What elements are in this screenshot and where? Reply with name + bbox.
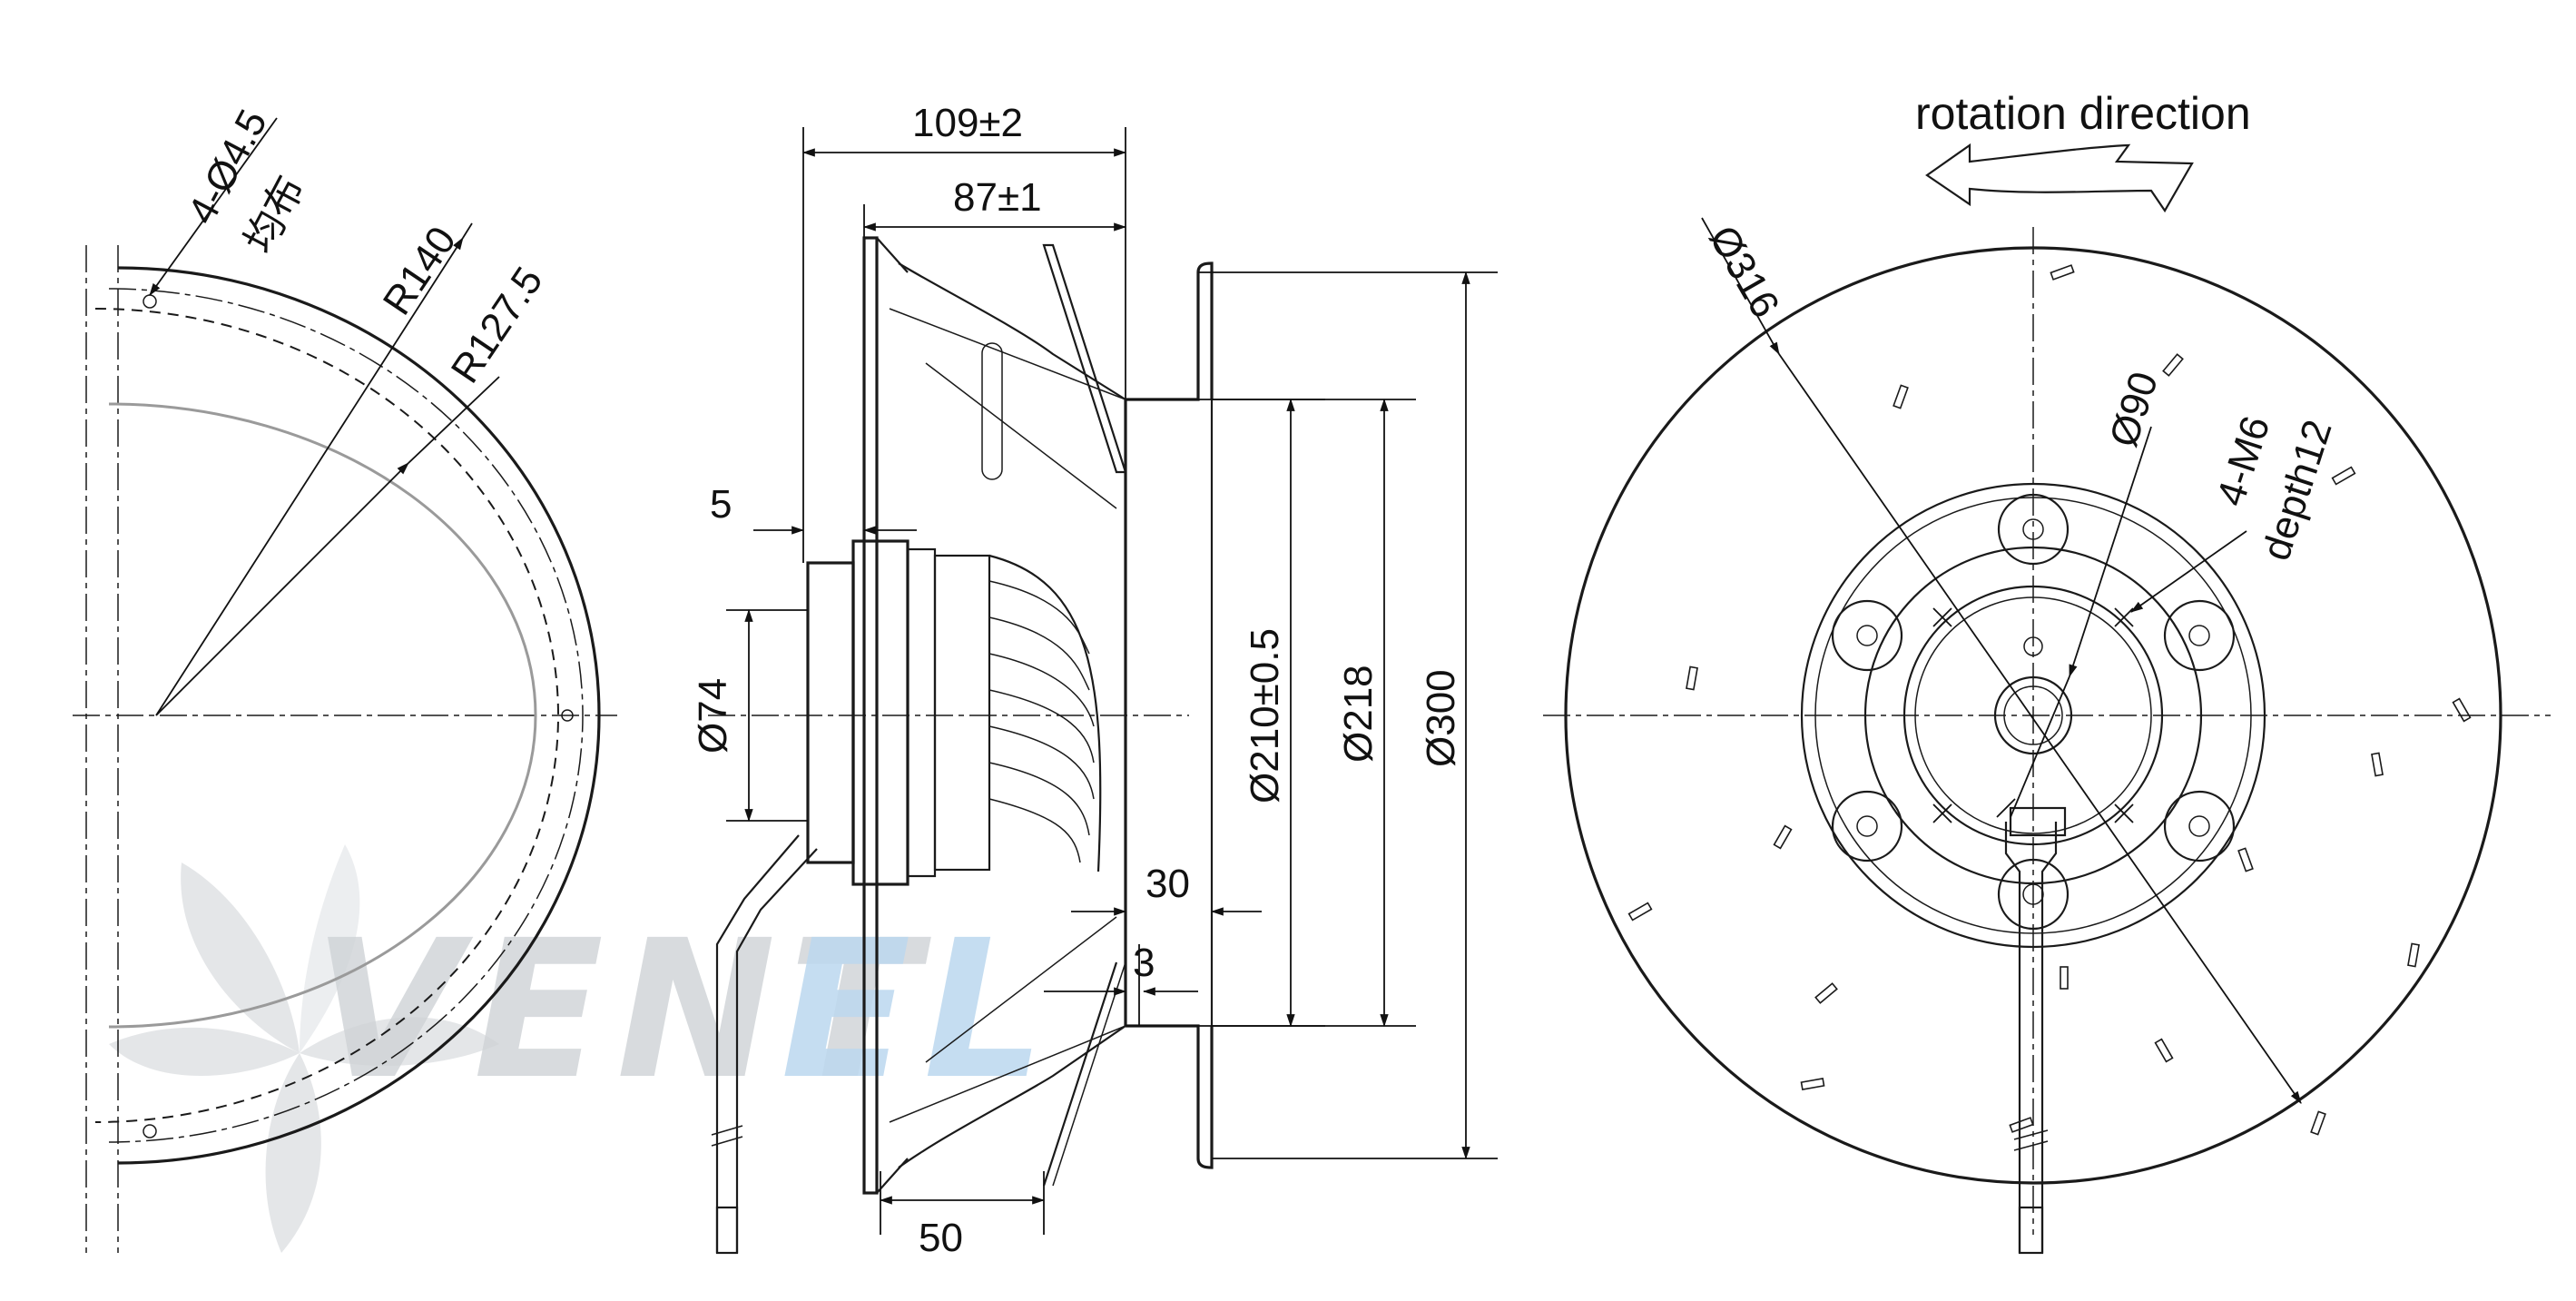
label-inlet-dia: Ø210±0.5 [1243, 628, 1287, 803]
label-ring-gap: 3 [1133, 941, 1155, 985]
side-view [708, 127, 1498, 1255]
watermark-text-blue: EL [781, 899, 1057, 1121]
label-holes-note: 均布 [236, 169, 314, 261]
label-r-inner: R127.5 [443, 260, 552, 391]
label-bracket: 50 [919, 1216, 963, 1260]
watermark-fan-icon [109, 844, 499, 1253]
label-threads: 4-M6 [2208, 411, 2279, 511]
label-overall-length: 109±2 [912, 101, 1023, 145]
label-hub-dia-front: Ø90 [2101, 367, 2167, 452]
label-ring-offset: 30 [1145, 862, 1190, 906]
label-body-length: 87±1 [953, 175, 1042, 220]
label-ring-dia: Ø218 [1336, 665, 1381, 763]
label-r-outer: R140 [375, 219, 465, 323]
label-rotation-direction: rotation direction [1915, 88, 2251, 139]
left-view-flange [73, 117, 617, 1253]
front-view [1543, 143, 2551, 1255]
watermark: VENT EL [109, 844, 1057, 1253]
label-impeller-dia: Ø300 [1419, 669, 1463, 767]
label-hub-dia: Ø74 [691, 678, 735, 754]
label-outer-dia: Ø316 [1700, 219, 1787, 326]
label-flange: 5 [710, 482, 732, 527]
